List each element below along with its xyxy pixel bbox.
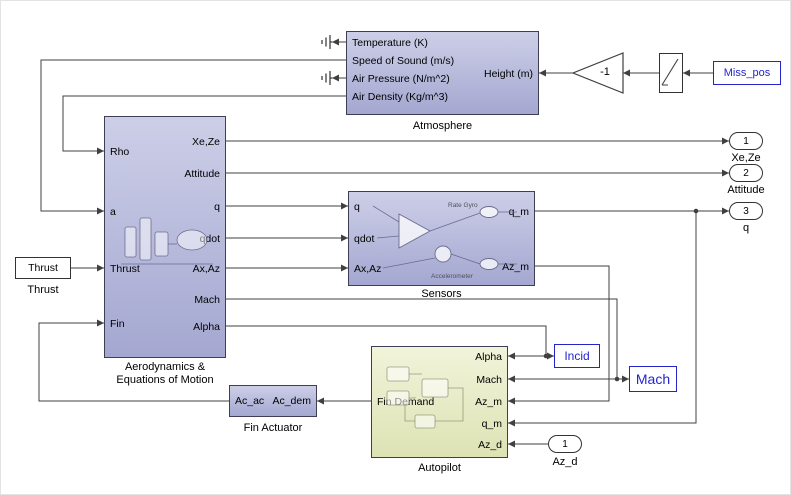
port-label-air-density: Air Density (Kg/m^3) (352, 91, 448, 103)
inport-azd-caption: Az_d (552, 456, 578, 468)
port-label-ap-alpha: Alpha (475, 351, 502, 363)
outport-2-caption: Attitude (727, 184, 765, 196)
port-label-axaz: Ax,Az (192, 263, 220, 275)
port-label-sensors-q: q (354, 201, 360, 213)
ground-terminator-icon[interactable] (321, 35, 332, 49)
port-label-q: q (214, 201, 220, 213)
port-label-ap-qm: q_m (481, 418, 502, 430)
autopilot-caption: Autopilot (418, 462, 461, 474)
port-label-temperature: Temperature (K) (352, 37, 428, 49)
port-label-ap-azd: Az_d (478, 439, 502, 451)
sensors-caption: Sensors (421, 288, 462, 300)
port-label-xeze: Xe,Ze (191, 136, 220, 148)
port-label-fin-demand: Fin Demand (377, 396, 435, 408)
outport-3[interactable]: 3 (729, 202, 763, 220)
port-label-air-pressure: Air Pressure (N/m^2) (352, 73, 450, 85)
incid-tag[interactable]: Incid (554, 344, 600, 368)
port-label-fin: Fin (110, 318, 125, 330)
port-label-alpha: Alpha (193, 321, 220, 333)
outport-1-caption: Xe,Ze (731, 152, 761, 164)
port-label-rho: Rho (110, 146, 130, 158)
mach-tag[interactable]: Mach (629, 366, 677, 392)
aerodynamics-caption-line1: Aerodynamics & (124, 361, 206, 373)
port-label-acdem: Ac_dem (272, 395, 311, 407)
port-label-azm: Az_m (502, 261, 529, 273)
port-label-ap-mach: Mach (476, 374, 502, 386)
port-label-sensors-axaz: Ax,Az (354, 263, 382, 275)
selector-block[interactable] (659, 53, 683, 93)
port-label-attitude: Attitude (184, 168, 220, 180)
port-label-ap-azm: Az_m (475, 396, 502, 408)
port-label-height: Height (m) (483, 68, 533, 80)
atmosphere-caption: Atmosphere (412, 120, 473, 132)
port-label-acac: Ac_ac (235, 395, 265, 407)
fin-actuator-caption: Fin Actuator (243, 422, 303, 434)
sensors-block[interactable]: q qdot Ax,Az q_m Az_m (348, 191, 535, 286)
inport-azd[interactable]: 1 (548, 435, 582, 453)
thrust-caption: Thrust (27, 284, 59, 296)
outport-1[interactable]: 1 (729, 132, 763, 150)
atmosphere-block[interactable]: Temperature (K) Speed of Sound (m/s) Air… (346, 31, 539, 115)
fin-actuator-block[interactable]: Ac_ac Ac_dem (229, 385, 317, 417)
ground-terminator-icon[interactable] (321, 71, 332, 85)
thrust-source-block[interactable]: Thrust (15, 257, 71, 279)
autopilot-block[interactable]: Fin Demand Alpha Mach Az_m q_m Az_d (371, 346, 508, 458)
port-label-sensors-qdot: qdot (354, 233, 375, 245)
outport-3-caption: q (742, 222, 750, 234)
port-label-speed-of-sound: Speed of Sound (m/s) (352, 55, 455, 67)
port-label-qm: q_m (508, 206, 529, 218)
port-label-mach: Mach (194, 294, 220, 306)
port-label-qdot: qdot (199, 233, 220, 245)
gain-value: -1 (600, 66, 610, 78)
outport-2[interactable]: 2 (729, 164, 763, 182)
port-label-thrust: Thrust (110, 263, 140, 275)
aerodynamics-block[interactable]: Rho a Thrust Fin Xe,Ze Attitude q qdot A… (104, 116, 226, 358)
miss-pos-tag[interactable]: Miss_pos (713, 61, 781, 85)
port-label-a: a (110, 206, 116, 218)
